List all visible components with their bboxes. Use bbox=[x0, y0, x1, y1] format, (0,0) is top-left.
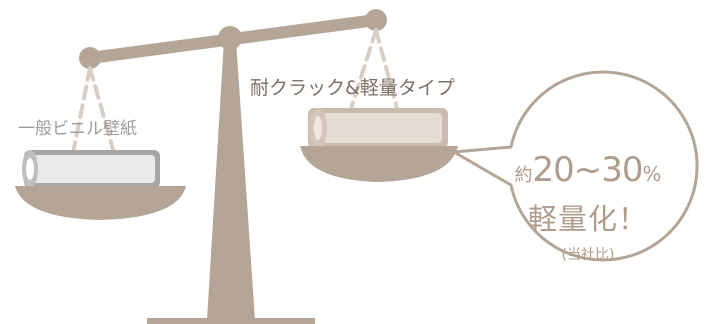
scale-base bbox=[147, 318, 315, 324]
weight-reduction-value: 約20~30% bbox=[508, 150, 668, 190]
percent-unit: % bbox=[642, 162, 662, 186]
right-pan-strings bbox=[348, 28, 400, 114]
lightweight-wallpaper-label: 耐クラック&軽量タイプ bbox=[250, 77, 455, 99]
speech-bubble bbox=[452, 70, 699, 262]
comparison-note: (当社比) bbox=[561, 247, 615, 263]
standard-wallpaper-roll bbox=[22, 150, 160, 188]
reduction-range: 20~30 bbox=[532, 150, 643, 190]
right-scale-pan bbox=[300, 146, 458, 182]
weight-reduction-headline: 軽量化！ bbox=[527, 202, 648, 236]
approx-prefix: 約 bbox=[514, 165, 533, 186]
scale-stand bbox=[207, 40, 255, 320]
lightweight-wallpaper-roll bbox=[308, 108, 448, 148]
beam-right-end bbox=[365, 9, 387, 31]
beam-pivot bbox=[218, 26, 242, 50]
standard-wallpaper-label: 一般ビニル壁紙 bbox=[18, 119, 137, 139]
beam-left-end bbox=[79, 47, 101, 69]
left-scale-pan bbox=[15, 186, 186, 220]
